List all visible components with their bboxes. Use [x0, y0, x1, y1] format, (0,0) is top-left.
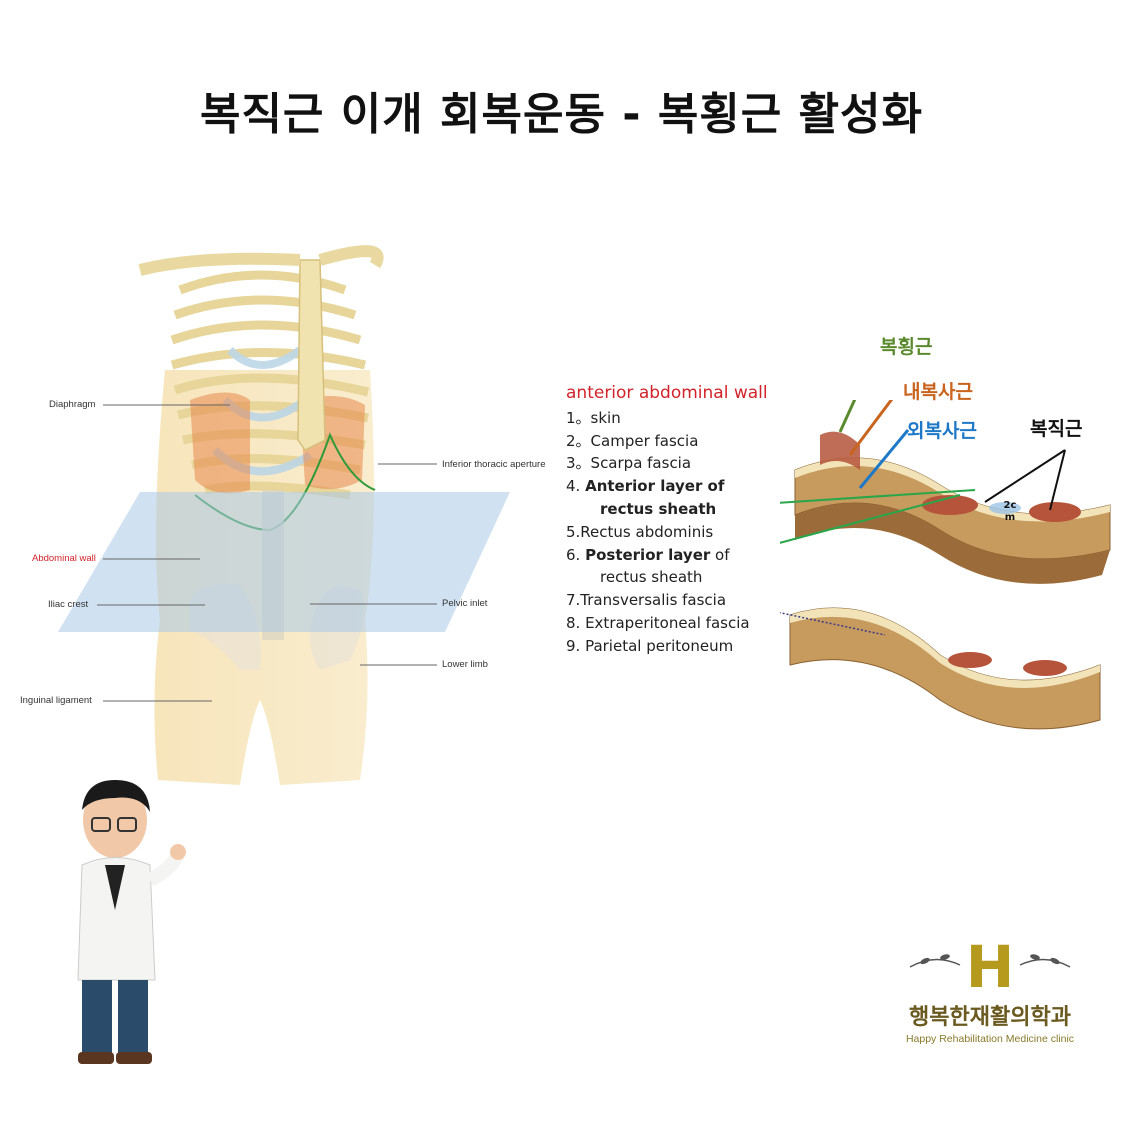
list-item: 8. Extraperitoneal fascia	[566, 612, 768, 635]
item-bold: Posterior layer	[585, 546, 710, 564]
logo-korean: 행복한재활의학과	[900, 999, 1080, 1031]
list-item: 7.Transversalis fascia	[566, 589, 768, 612]
label-diaphragm: Diaphragm	[49, 399, 95, 410]
clinic-logo: H 행복한재활의학과 Happy Rehabilitation Medicine…	[900, 935, 1080, 1055]
logo-emblem: H	[900, 935, 1080, 995]
logo-english: Happy Rehabilitation Medicine clinic	[900, 1033, 1080, 1045]
item-bold: rectus sheath	[600, 500, 716, 518]
list-item-cont: rectus sheath	[566, 498, 768, 521]
label-iliac-crest: Iliac crest	[48, 599, 88, 610]
tag-rectus-abdominis: 복직근	[1030, 414, 1082, 441]
list-item: 9. Parietal peritoneum	[566, 635, 768, 658]
page-title: 복직근 이개 회복운동 - 복횡근 활성화	[0, 78, 1123, 142]
tag-gap-2cm: 2c m	[998, 500, 1022, 524]
tag-internal-oblique: 내복사근	[903, 377, 973, 404]
label-pelvic-inlet: Pelvic inlet	[442, 598, 487, 609]
item-bold: Anterior layer of	[585, 477, 724, 495]
doctor-character-illustration	[60, 770, 200, 1070]
abdominal-wall-cross-section	[780, 400, 1120, 760]
list-item: 3。Scarpa fascia	[566, 452, 768, 475]
tag-transversus-abdominis: 복횡근	[880, 332, 932, 359]
list-heading: anterior abdominal wall	[566, 382, 768, 405]
layer-list: anterior abdominal wall 1。skin 2。Camper …	[566, 382, 768, 658]
logo-letter: H	[966, 935, 1015, 995]
tag-external-oblique: 외복사근	[907, 416, 977, 443]
list-item: 5.Rectus abdominis	[566, 521, 768, 544]
label-inferior-thoracic-aperture: Inferior thoracic aperture	[442, 459, 546, 470]
torso-anatomy-illustration	[0, 200, 580, 800]
list-item: 4. Anterior layer of	[566, 475, 768, 498]
item-prefix: 6.	[566, 546, 585, 564]
item-rest: of	[710, 546, 729, 564]
item-prefix: 4.	[566, 477, 585, 495]
list-item: 6. Posterior layer of	[566, 544, 768, 567]
list-item: 1。skin	[566, 407, 768, 430]
label-inguinal-ligament: Inguinal ligament	[20, 695, 92, 706]
label-lower-limb: Lower limb	[442, 659, 488, 670]
label-abdominal-wall: Abdominal wall	[32, 553, 96, 564]
list-item: 2。Camper fascia	[566, 430, 768, 453]
list-item-cont: rectus sheath	[566, 566, 768, 589]
